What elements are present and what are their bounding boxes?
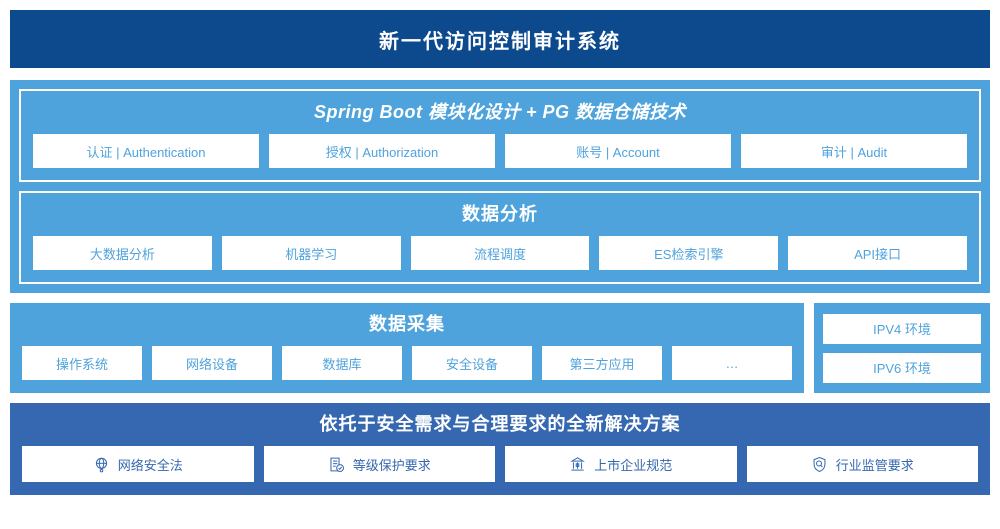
environment-card-ipv6[interactable]: IPV6 环境 xyxy=(823,352,981,383)
compliance-card-classified-protection[interactable]: 等级保护要求 xyxy=(263,446,495,482)
analytics-panel: 数据分析 大数据分析 机器学习 流程调度 ES检索引擎 API接口 xyxy=(19,191,981,284)
platform-panel: Spring Boot 模块化设计 + PG 数据仓储技术 认证 | Authe… xyxy=(19,89,981,182)
collection-panel-title: 数据采集 xyxy=(369,314,445,334)
card-label: 等级保护要求 xyxy=(352,457,431,473)
collection-panel: 数据采集 操作系统 网络设备 数据库 安全设备 第三方应用 … xyxy=(10,303,804,393)
card-label: 操作系统 xyxy=(55,356,108,372)
page-header: 新一代访问控制审计系统 xyxy=(10,10,990,68)
analytics-card-process-scheduling[interactable]: 流程调度 xyxy=(410,236,590,270)
card-label: IPV4 环境 xyxy=(873,322,931,337)
collection-card-security-device[interactable]: 安全设备 xyxy=(412,346,532,380)
environment-panel: IPV4 环境 IPV6 环境 xyxy=(814,303,990,393)
card-label: 认证 | Authentication xyxy=(86,144,206,160)
card-label: ES检索引擎 xyxy=(654,246,724,262)
bank-building-icon xyxy=(569,456,586,473)
compliance-card-cybersecurity-law[interactable]: 网络安全法 xyxy=(22,446,254,482)
collection-layer-section: 数据采集 操作系统 网络设备 数据库 安全设备 第三方应用 … xyxy=(10,303,990,393)
compliance-panel-title: 依托于安全需求与合理要求的全新解决方案 xyxy=(319,414,681,434)
card-label: API接口 xyxy=(854,246,902,262)
page-title: 新一代访问控制审计系统 xyxy=(379,30,621,53)
collection-card-third-party-app[interactable]: 第三方应用 xyxy=(542,346,662,380)
card-label: … xyxy=(725,355,739,371)
card-label: 大数据分析 xyxy=(89,246,155,262)
card-label: 账号 | Account xyxy=(576,144,660,160)
analytics-card-big-data[interactable]: 大数据分析 xyxy=(33,236,212,270)
globe-network-icon xyxy=(93,456,110,473)
collection-card-network-device[interactable]: 网络设备 xyxy=(152,346,272,380)
analytics-card-row: 大数据分析 机器学习 流程调度 ES检索引擎 API接口 xyxy=(33,236,967,270)
analytics-card-machine-learning[interactable]: 机器学习 xyxy=(221,236,401,270)
card-label: IPV6 环境 xyxy=(873,361,931,376)
shield-search-icon xyxy=(811,456,828,473)
compliance-card-listed-company-standard[interactable]: 上市企业规范 xyxy=(505,446,737,482)
card-label: 第三方应用 xyxy=(569,356,635,372)
platform-panel-title: Spring Boot 模块化设计 + PG 数据仓储技术 xyxy=(313,102,686,122)
platform-card-account[interactable]: 账号 | Account xyxy=(505,134,731,168)
card-label: 网络设备 xyxy=(185,356,238,372)
card-label: 机器学习 xyxy=(285,246,338,262)
collection-card-database[interactable]: 数据库 xyxy=(282,346,402,380)
analytics-panel-title: 数据分析 xyxy=(462,204,538,224)
platform-card-authorization[interactable]: 授权 | Authorization xyxy=(269,134,495,168)
platform-card-row: 认证 | Authentication 授权 | Authorization 账… xyxy=(33,134,967,168)
card-label: 授权 | Authorization xyxy=(325,144,439,160)
collection-card-operating-system[interactable]: 操作系统 xyxy=(22,346,142,380)
card-label: 行业监管要求 xyxy=(835,457,914,473)
compliance-card-row: 网络安全法 等级保护要求 xyxy=(22,446,978,482)
platform-card-audit[interactable]: 审计 | Audit xyxy=(741,134,967,168)
card-label: 网络安全法 xyxy=(117,457,183,473)
card-label: 数据库 xyxy=(322,356,362,372)
card-label: 流程调度 xyxy=(473,246,526,262)
card-label: 审计 | Audit xyxy=(820,144,888,160)
environment-card-ipv4[interactable]: IPV4 环境 xyxy=(823,313,981,344)
platform-card-authentication[interactable]: 认证 | Authentication xyxy=(33,134,259,168)
collection-card-more[interactable]: … xyxy=(672,346,792,380)
compliance-layer-section: 依托于安全需求与合理要求的全新解决方案 网络安全法 xyxy=(10,403,990,495)
card-label: 安全设备 xyxy=(445,356,498,372)
collection-card-row: 操作系统 网络设备 数据库 安全设备 第三方应用 … xyxy=(22,346,792,380)
document-check-icon xyxy=(328,456,345,473)
analytics-card-es-search-engine[interactable]: ES检索引擎 xyxy=(599,236,779,270)
application-layer-section: Spring Boot 模块化设计 + PG 数据仓储技术 认证 | Authe… xyxy=(10,80,990,293)
analytics-card-api-interface[interactable]: API接口 xyxy=(788,236,967,270)
card-label: 上市企业规范 xyxy=(594,457,673,473)
compliance-card-industry-regulation[interactable]: 行业监管要求 xyxy=(746,446,978,482)
